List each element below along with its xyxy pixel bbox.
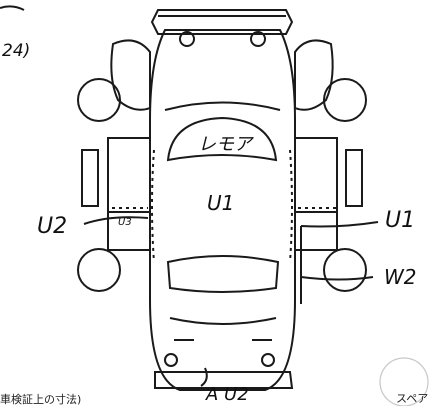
front-right-wheel: [323, 78, 367, 122]
right-front-fender: [294, 39, 334, 111]
windshield: [166, 116, 278, 162]
left-mirror: [81, 149, 99, 207]
right-rear-note-text: W2: [384, 265, 417, 289]
rear-window: [166, 255, 280, 293]
spare-tire: [379, 357, 429, 406]
right-rear-door-panel: [294, 211, 338, 251]
roof-note-text: U1: [207, 191, 234, 215]
right-note-leader: [300, 221, 379, 228]
footer-spare-label: スペア: [396, 392, 428, 405]
right-rear-note-leader: [300, 276, 374, 281]
right-front-door-panel: [294, 137, 338, 213]
top-left-scribble: [0, 5, 25, 11]
left-door-note-text: U3: [118, 217, 132, 228]
trunk-line: [169, 317, 277, 325]
rear-bumper: [154, 371, 294, 389]
right-mirror: [345, 149, 363, 207]
right-roof-dotted-line: [289, 149, 293, 263]
bottom-note-text: A U2: [205, 384, 249, 405]
front-left-wheel: [77, 78, 121, 122]
footer-dimension-label: 車検証上の寸法): [0, 392, 81, 406]
front-left-headlight: [179, 31, 195, 47]
rear-left-light: [164, 353, 178, 367]
hood-line: [164, 101, 281, 111]
rear-right-wheel: [323, 248, 367, 292]
bottom-note-leader: [200, 367, 208, 387]
rear-right-light: [261, 353, 275, 367]
front-right-headlight: [250, 31, 266, 47]
top-left-fragment-text: 24): [2, 41, 30, 61]
windshield-note-text: レモア: [198, 134, 254, 155]
left-front-fender: [110, 39, 151, 111]
left-rear-door-panel: [107, 211, 151, 251]
left-front-door-panel: [107, 137, 151, 213]
left-roof-dotted-line: [151, 149, 155, 263]
rear-left-wheel: [77, 248, 121, 292]
front-bumper: [150, 9, 294, 35]
left-note-leader: [83, 216, 149, 225]
right-door-note-text: U1: [385, 208, 415, 233]
left-side-note-text: U2: [37, 214, 67, 239]
